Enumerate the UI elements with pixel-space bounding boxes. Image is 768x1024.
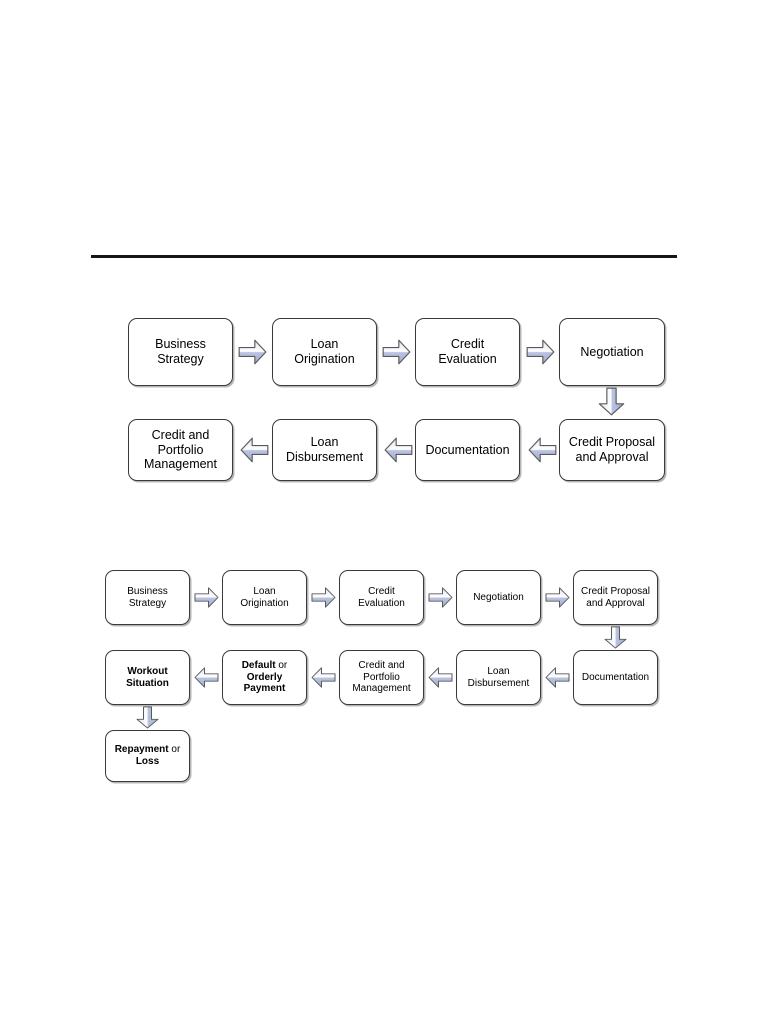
flow-node-repayment-or-loss: Repayment or Loss [105,730,190,782]
arrow-loan-to-credit-icon [382,338,411,366]
arrow-disbursement-to-portfolio-icon [240,436,269,464]
flow-node-credit-proposal-approval: Credit Proposal and Approval [559,419,665,481]
label-segment: or [171,744,181,756]
flow-node-business-strategy-2: Business Strategy [105,570,190,625]
page-bottom-spacer [0,1020,1,1021]
flow-node-loan-origination-2: Loan Origination [222,570,307,625]
arrow2-loan-to-credit-icon [311,586,336,609]
flow-node-loan-disbursement-2: Loan Disbursement [456,650,541,705]
arrow2-disbursement-to-portfolio-icon [428,666,453,689]
flow-node-label: Loan Disbursement [285,435,364,464]
flow-node-negotiation-2: Negotiation [456,570,541,625]
arrow-credit-to-negotiation-icon [526,338,555,366]
header-divider-rule [91,255,677,258]
flow-node-documentation-2: Documentation [573,650,658,705]
flow-node-label: Business Strategy [127,585,168,609]
flow-node-label: Loan Origination [240,585,289,609]
flow-node-label: Loan Origination [294,337,355,366]
flow-node-label: Credit Proposal and Approval [581,585,650,609]
label-segment: Repayment [114,744,172,756]
flow-node-loan-origination: Loan Origination [272,318,377,386]
arrow2-proposal-to-documentation-icon [603,626,628,649]
label-segment: Credit and Portfolio Management [352,659,411,695]
flow-node-credit-proposal-approval-2: Credit Proposal and Approval [573,570,658,625]
arrow2-documentation-to-disbursement-icon [545,666,570,689]
flow-node-label: Default or Orderly Payment [239,660,291,695]
flow-node-documentation: Documentation [415,419,520,481]
arrow2-business-to-loan-icon [194,586,219,609]
arrow2-default-to-workout-icon [194,666,219,689]
flow-node-credit-portfolio-management: Credit and Portfolio Management [128,419,233,481]
flow-node-label: Documentation [579,672,652,684]
arrow2-workout-to-repayment-icon [135,706,160,729]
flow-node-credit-evaluation-2: Credit Evaluation [339,570,424,625]
flow-node-label: Workout Situation [123,666,172,690]
flow-node-label: Negotiation [473,591,524,603]
label-segment: Loan Disbursement [467,665,530,689]
flow-node-label: Negotiation [580,344,644,359]
arrow-proposal-to-documentation-icon [528,436,557,464]
arrow-business-to-loan-icon [238,338,267,366]
flow-node-label: Documentation [425,442,510,457]
flow-node-label: Credit and Portfolio Management [349,660,413,695]
arrow-documentation-to-disbursement-icon [384,436,413,464]
flow-node-negotiation: Negotiation [559,318,665,386]
flow-node-label: Loan Disbursement [465,666,533,690]
flow-node-business-strategy: Business Strategy [128,318,233,386]
label-segment: Default [241,659,279,671]
flow-node-label: Business Strategy [155,337,206,366]
label-segment: Orderly Payment [243,671,286,695]
flow-node-label: Repayment or Loss [112,744,184,768]
flow-node-label: Credit Proposal and Approval [568,435,656,464]
label-segment: Loss [135,756,160,767]
arrow-negotiation-to-proposal-icon [597,387,626,416]
arrow2-portfolio-to-default-icon [311,666,336,689]
flow-node-label: Credit Evaluation [358,585,405,609]
flow-node-credit-evaluation: Credit Evaluation [415,318,520,386]
label-segment: or [278,659,288,671]
flow-node-label: Credit Evaluation [438,337,497,366]
flow-node-workout-situation: Workout Situation [105,650,190,705]
flow-node-credit-portfolio-management-2: Credit and Portfolio Management [339,650,424,705]
label-segment: Documentation [581,671,650,683]
flow-node-loan-disbursement: Loan Disbursement [272,419,377,481]
label-segment: Workout Situation [126,665,169,689]
arrow2-negotiation-to-proposal-icon [545,586,570,609]
flow-node-default-or-orderly-payment: Default or Orderly Payment [222,650,307,705]
arrow2-credit-to-negotiation-icon [428,586,453,609]
flow-node-label: Credit and Portfolio Management [144,427,217,472]
